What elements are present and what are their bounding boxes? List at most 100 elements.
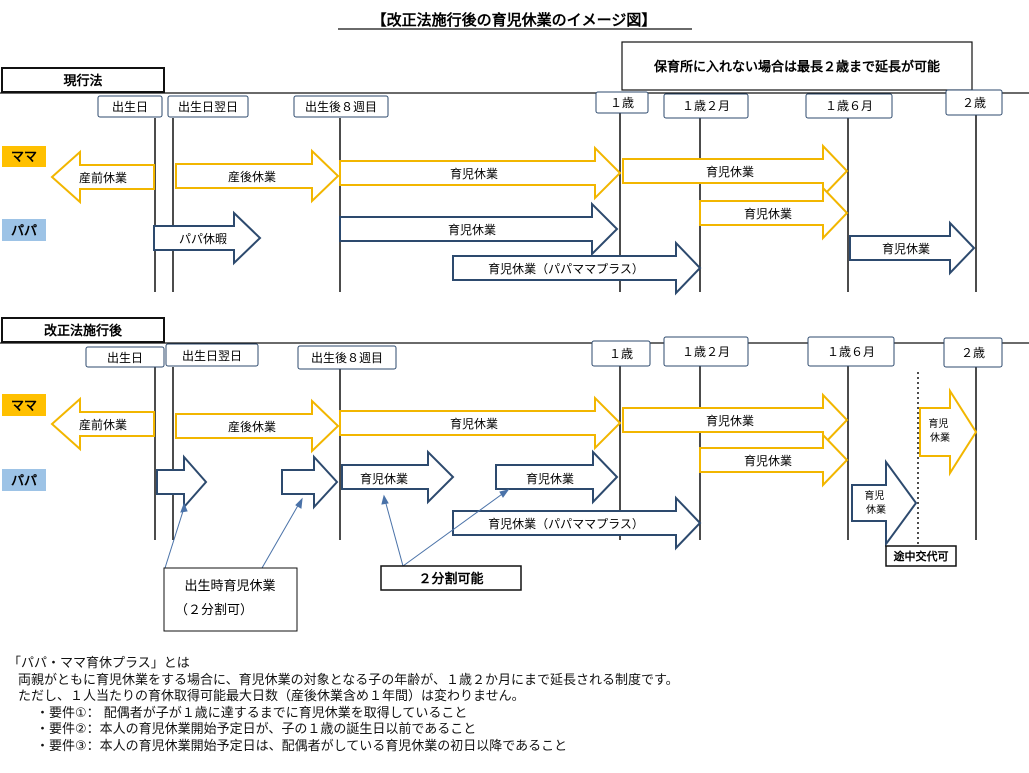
current-ms-1y6m-box bbox=[805, 93, 893, 119]
extension-note: 保育所に入れない場合は最長２歳まで延長が可能 bbox=[653, 59, 940, 75]
switch-label-box bbox=[885, 545, 957, 567]
current-papa-plus-arrow bbox=[452, 240, 702, 296]
revised-ms-8weeks: 出生後８週目 bbox=[311, 351, 383, 365]
callout-split-box bbox=[380, 565, 522, 591]
current-mama-label-ext2: 育児休業 bbox=[744, 206, 792, 221]
revised-mama-switch-arrow bbox=[919, 387, 978, 477]
revised-papa-label-split2: 育児休業 bbox=[526, 471, 574, 486]
current-mama-label-ext: 育児休業 bbox=[706, 164, 754, 179]
current-mama-label-prenatal: 産前休業 bbox=[79, 170, 127, 185]
revised-papa-switch-line2: 休業 bbox=[866, 503, 886, 516]
revised-ms-1y-box bbox=[591, 340, 651, 367]
revised-ms-2y: ２歳 bbox=[961, 346, 985, 360]
revised-papa-label: パパ bbox=[11, 474, 37, 489]
revised-section-label: 改正法施行後 bbox=[44, 323, 123, 339]
current-papa-label: パパ bbox=[11, 224, 37, 239]
notes-heading: 「パパ・ママ育休プラス」とは bbox=[8, 656, 190, 671]
current-ms-2y: ２歳 bbox=[962, 96, 986, 110]
revised-mama-childcare-arrow bbox=[339, 395, 622, 451]
current-milestone-lines bbox=[154, 113, 977, 292]
revised-ms-1y: １歳 bbox=[609, 347, 633, 361]
callout-pointer-birth2 bbox=[261, 501, 301, 569]
revised-mama-ext-arrow bbox=[622, 392, 849, 448]
current-papa-ext-arrow bbox=[849, 220, 976, 276]
callout-pointer-split1 bbox=[384, 499, 404, 567]
revised-ms-1y6m-box bbox=[807, 336, 895, 367]
current-ms-nextday-box bbox=[167, 95, 249, 118]
revised-papa-arrows bbox=[156, 449, 918, 551]
current-section-label-box bbox=[1, 67, 165, 93]
revised-mama-switch-line2: 休業 bbox=[930, 431, 950, 444]
current-mama-arrows bbox=[50, 143, 849, 241]
revised-section-label-box bbox=[1, 317, 165, 343]
revised-ms-1y2m: １歳２月 bbox=[682, 345, 730, 359]
revised-ms-nextday-box bbox=[165, 343, 259, 367]
current-papa-leave-arrow bbox=[153, 210, 262, 266]
callout-pointer-birth2-head bbox=[295, 497, 303, 509]
revised-papa-birth-arrow2 bbox=[281, 454, 339, 510]
extension-note-box bbox=[621, 41, 973, 91]
revised-mama-switch-line1: 育児 bbox=[928, 417, 948, 430]
leave-diagram: 【改正法施行後の育児休業のイメージ図】 保育所に入れない場合は最長２歳まで延長が… bbox=[0, 11, 1029, 632]
current-mama-label-postnatal: 産後休業 bbox=[228, 169, 276, 184]
current-mama-arrow-labels: 産前休業 産後休業 育児休業 育児休業 育児休業 bbox=[79, 164, 792, 221]
callout-pointer-split2-head bbox=[499, 489, 510, 498]
revised-papa-split-arrow1 bbox=[341, 449, 455, 505]
current-section-label: 現行法 bbox=[63, 73, 102, 89]
revised-ms-8weeks-box bbox=[297, 345, 397, 370]
current-papa-label-plus: 育児休業（パパママプラス） bbox=[488, 261, 644, 276]
revised-papa-split-arrow2 bbox=[495, 449, 619, 505]
revised-ms-1y2m-box bbox=[663, 336, 749, 367]
revised-papa-label-switch: 育児 休業 bbox=[864, 489, 887, 516]
current-papa-arrows bbox=[153, 201, 976, 296]
current-ms-1y2m-box bbox=[663, 93, 749, 119]
revised-papa-switch-arrow bbox=[851, 458, 918, 548]
current-mama-label-box bbox=[2, 146, 46, 167]
revised-mama-label-childcare: 育児休業 bbox=[450, 416, 498, 431]
revised-papa-arrow-labels: 育児休業 育児休業 育児休業（パパママプラス） 育児 休業 bbox=[360, 471, 887, 531]
current-mama-childcare-arrow bbox=[339, 145, 622, 201]
current-ms-birth: 出生日 bbox=[112, 100, 148, 114]
current-papa-label-ext: 育児休業 bbox=[882, 241, 930, 256]
revised-mama-label-ext2: 育児休業 bbox=[744, 453, 792, 468]
current-papa-label-leave: パパ休暇 bbox=[179, 232, 227, 246]
notes-line1: 両親がともに育児休業をする場合に、育児休業の対象となる子の年齢が、１歳２か月にま… bbox=[18, 672, 679, 688]
revised-papa-label-plus: 育児休業（パパママプラス） bbox=[488, 516, 644, 531]
revised-mama-label-ext: 育児休業 bbox=[706, 413, 754, 428]
revised-mama-arrow-labels: 産前休業 産後休業 育児休業 育児休業 育児休業 育児 休業 bbox=[79, 413, 950, 468]
current-ms-birth-box bbox=[97, 95, 163, 118]
revised-mama-label: ママ bbox=[11, 399, 37, 414]
current-papa-arrow-labels: パパ休暇 育児休業 育児休業（パパママプラス） 育児休業 bbox=[179, 222, 930, 276]
revised-mama-arrows bbox=[50, 387, 978, 488]
revised-mama-prenatal-arrow bbox=[50, 396, 155, 452]
diagram-title: 【改正法施行後の育児休業のイメージ図】 bbox=[372, 11, 657, 29]
revised-ms-birth: 出生日 bbox=[107, 351, 143, 365]
callout-pointer-birth1 bbox=[164, 507, 185, 569]
callout-birth-box bbox=[163, 567, 298, 632]
revised-ms-nextday: 出生日翌日 bbox=[182, 349, 242, 363]
notes-req3: ・要件③：本人の育児休業開始予定日は、配偶者がしている育児休業の初日以降であるこ… bbox=[36, 738, 568, 754]
current-papa-childcare-arrow bbox=[339, 201, 619, 257]
revised-ms-2y-box bbox=[943, 337, 1003, 368]
callout-pointer-split2 bbox=[402, 491, 506, 567]
revised-ms-birth-box bbox=[85, 346, 165, 368]
current-ms-8weeks-box bbox=[293, 95, 389, 118]
current-papa-label-box bbox=[2, 219, 46, 241]
revised-mama-label-postnatal: 産後休業 bbox=[228, 419, 276, 434]
current-mama-postnatal-arrow bbox=[175, 148, 340, 204]
revised-ms-1y6m: １歳６月 bbox=[827, 345, 875, 359]
callout-birth-line2: （２分割可） bbox=[175, 602, 253, 618]
current-ms-1y6m: １歳６月 bbox=[825, 99, 873, 113]
revised-mama-ext2-arrow bbox=[699, 432, 849, 488]
callout-birth-line1: 出生時育児休業 bbox=[184, 578, 275, 594]
revised-milestones: 出生日 出生日翌日 出生後８週目 １歳 １歳２月 １歳６月 ２歳 bbox=[85, 336, 1003, 370]
revised-milestone-lines bbox=[154, 366, 977, 540]
current-ms-1y-box bbox=[595, 91, 649, 114]
current-ms-1y: １歳 bbox=[610, 96, 634, 110]
current-mama-prenatal-arrow bbox=[50, 149, 155, 205]
switch-label: 途中交代可 bbox=[894, 549, 949, 563]
current-ms-1y2m: １歳２月 bbox=[682, 99, 730, 113]
current-ms-nextday: 出生日翌日 bbox=[178, 100, 238, 114]
notes-section: 「パパ・ママ育休プラス」とは 両親がともに育児休業をする場合に、育児休業の対象と… bbox=[8, 656, 1018, 755]
revised-papa-birth-arrow1 bbox=[156, 454, 208, 510]
